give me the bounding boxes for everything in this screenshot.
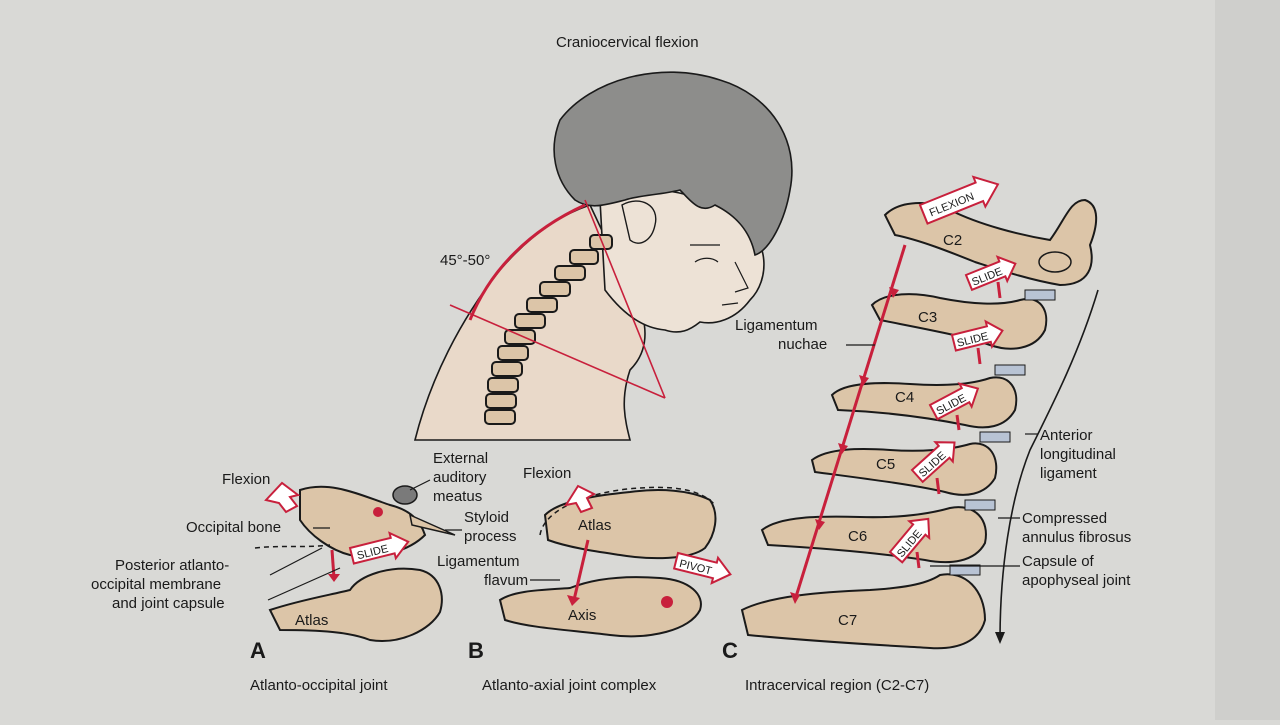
angle-line-diagonal [449, 304, 666, 399]
caption-a: Atlanto-occipital joint [250, 677, 388, 694]
axis-dens-dot [661, 596, 673, 608]
red-small-5 [915, 551, 921, 569]
slide-arrow-c3: SLIDE [950, 319, 1004, 352]
slide-arrow-a: SLIDE [348, 531, 410, 565]
vertebra-c2 [883, 198, 1098, 287]
label-atlas-a: Atlas [295, 612, 328, 629]
leader-ext-auditory [409, 479, 431, 491]
label-occipital-bone: Occipital bone [186, 519, 281, 536]
label-lig-nuchae-1: Ligamentum [735, 317, 818, 334]
label-capsule-2: apophyseal joint [1022, 572, 1131, 589]
label-lig-flavum-1: Ligamentum [437, 553, 520, 570]
label-compressed-2: annulus fibrosus [1022, 529, 1131, 546]
nose [734, 261, 749, 293]
label-c4: C4 [895, 389, 914, 406]
head-figure: 45°-50° [413, 71, 793, 441]
label-axis-b: Axis [568, 607, 596, 624]
panel-a: SLIDE Flexion Occipital bone Posterior a… [91, 450, 517, 694]
atlas-a [268, 567, 443, 642]
atlas-b-dashed [539, 486, 716, 536]
angle-label: 45°-50° [440, 252, 490, 269]
label-c6: C6 [848, 528, 867, 545]
label-styloid-2: process [464, 528, 517, 545]
axis-b [498, 576, 702, 638]
disc-c6c7 [949, 564, 981, 576]
red-small-2 [976, 347, 982, 365]
label-flexion-b: Flexion [523, 465, 571, 482]
anterior-ligament-line [999, 289, 1099, 641]
auditory-meatus [392, 485, 418, 505]
vertebra-c7 [740, 573, 987, 650]
label-atlas-b: Atlas [578, 517, 611, 534]
label-anterior-1: Anterior [1040, 427, 1093, 444]
red-arrow-a [330, 549, 336, 579]
hair [553, 71, 793, 257]
mouth [721, 302, 739, 306]
label-anterior-3: ligament [1040, 465, 1098, 482]
disc-c3c4 [994, 364, 1026, 376]
label-c2: C2 [943, 232, 962, 249]
eye [694, 257, 719, 263]
caption-c: Intracervical region (C2-C7) [745, 677, 929, 694]
label-flexion-a: Flexion [222, 471, 270, 488]
axis-of-rotation-dot [373, 507, 383, 517]
caption-b: Atlanto-axial joint complex [482, 677, 657, 694]
angle-arc [468, 203, 586, 321]
red-small-4 [935, 477, 941, 495]
label-ext-auditory-1: External [433, 450, 488, 467]
label-compressed-1: Compressed [1022, 510, 1107, 527]
anterior-ligament-arrowhead [995, 632, 1005, 644]
styloid-process [408, 513, 456, 536]
panel-b: PIVOT Flexion Atlas Axis Ligamentum flav… [437, 465, 732, 694]
red-small-3 [955, 414, 961, 431]
leader-membrane [269, 547, 323, 576]
c2-foramen [1038, 251, 1072, 273]
disc-c4c5 [979, 431, 1011, 443]
panel-letter-c: C [722, 638, 738, 663]
membrane-dashed [254, 544, 331, 549]
label-ext-auditory-2: auditory [433, 469, 487, 486]
flexion-arrow-a[interactable] [264, 481, 301, 514]
label-anterior-2: longitudinal [1040, 446, 1116, 463]
label-c7: C7 [838, 612, 857, 629]
flexion-arrow-b[interactable] [563, 484, 597, 514]
pivot-arrow-b: PIVOT [672, 551, 732, 585]
disc-c5c6 [964, 499, 996, 511]
label-posterior-membrane-2: occipital membrane [91, 576, 221, 593]
label-lig-nuchae-2: nuchae [778, 336, 827, 353]
angle-line-vertical [584, 199, 666, 399]
label-posterior-membrane-3: and joint capsule [112, 595, 225, 612]
red-arrow-b [572, 539, 590, 601]
label-c3: C3 [918, 309, 937, 326]
disc-c2c3 [1024, 289, 1056, 301]
label-c5: C5 [876, 456, 895, 473]
label-styloid-1: Styloid [464, 509, 509, 526]
leader-membrane-2 [267, 567, 341, 601]
spine-stack [484, 234, 613, 425]
label-posterior-membrane-1: Posterior atlanto- [115, 557, 229, 574]
label-ext-auditory-3: meatus [433, 488, 482, 505]
figure-title: Craniocervical flexion [556, 34, 699, 51]
label-capsule-1: Capsule of [1022, 553, 1095, 570]
ligamentum-nuchae-line [793, 244, 907, 601]
page-edge [1215, 0, 1280, 720]
label-lig-flavum-2: flavum [484, 572, 528, 589]
panel-letter-a: A [250, 638, 266, 663]
ear [621, 200, 657, 244]
red-small-1 [996, 281, 1002, 299]
panel-letter-b: B [468, 638, 484, 663]
